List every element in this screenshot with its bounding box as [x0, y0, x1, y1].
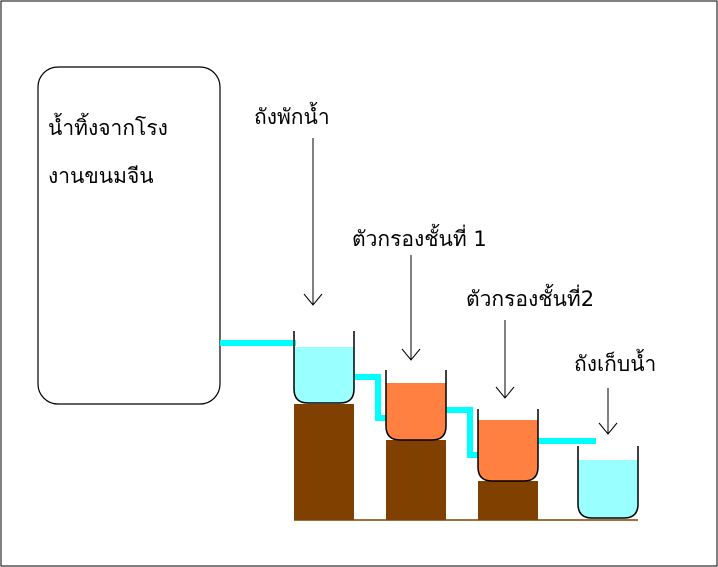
pedestal-rest-tank [294, 404, 354, 520]
label-storage-tank: ถังเก็บน้ำ [574, 349, 656, 376]
rest-tank-water [294, 347, 354, 403]
source-label-line1: น้ำทิ้งจากโรง [48, 113, 168, 140]
filter-2-media [478, 420, 538, 481]
arrow-storage-tank [598, 388, 618, 435]
arrow-rest-tank [303, 138, 323, 306]
rest-tank [293, 331, 355, 404]
arrow-filter-2 [495, 320, 515, 399]
pedestal-filter-2 [478, 481, 538, 520]
storage-tank-water [578, 460, 638, 518]
source-label-line2: งานขนมจีน [48, 164, 154, 188]
storage-tank [577, 446, 639, 519]
label-filter-2: ตัวกรองชั้นที่2 [466, 284, 594, 311]
pedestal-filter-1 [386, 440, 446, 520]
pipe-filter-1-to-filter-2 [438, 407, 484, 458]
arrow-filter-1 [401, 255, 421, 361]
label-rest-tank: ถังพักน้ำ [254, 102, 330, 129]
filter-1-media [386, 383, 446, 440]
filter-1 [385, 370, 447, 441]
source-box [37, 66, 221, 405]
filter-2 [477, 409, 539, 482]
label-filter-1: ตัวกรองชั้นที่ 1 [352, 224, 487, 251]
